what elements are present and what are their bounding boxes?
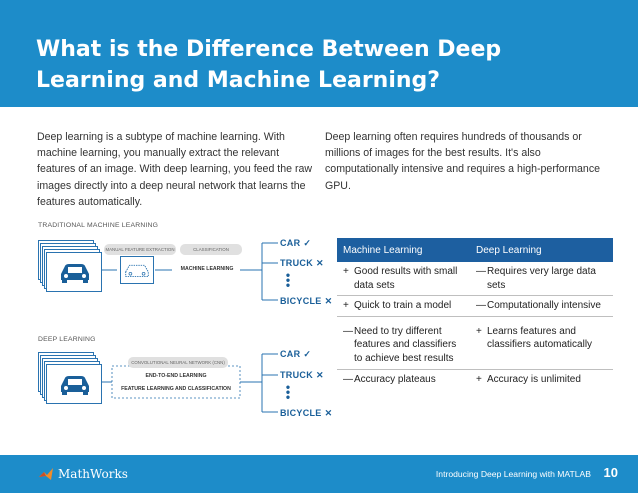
vertical-ellipsis-icon: •••: [285, 380, 291, 404]
table-cell: —Computationally intensive: [470, 295, 613, 317]
header-banner: What is the Difference Between Deep Lear…: [0, 0, 638, 107]
table-row: —Need to try different features and clas…: [337, 315, 613, 370]
table-cell: —Accuracy plateaus: [337, 368, 470, 390]
table-row: +Good results with small data sets —Requ…: [337, 262, 613, 296]
car-icon: [61, 376, 89, 395]
car-icon: [61, 264, 89, 283]
intro-left-paragraph: Deep learning is a subtype of machine le…: [37, 131, 313, 208]
cross-icon: ✕: [316, 370, 324, 380]
table-cell: —Requires very large data sets: [476, 266, 596, 291]
page-title: What is the Difference Between Deep Lear…: [36, 37, 502, 93]
manual-feature-extraction-pill: MANUAL FEATURE EXTRACTION: [104, 244, 176, 255]
end-to-end-learning-label: END-TO-END LEARNING: [145, 373, 207, 379]
car-outline-icon: [125, 264, 149, 278]
input-image-stack-deep: [38, 352, 102, 406]
traditional-ml-label: TRADITIONAL MACHINE LEARNING: [38, 222, 159, 229]
membrane-logo-icon: [39, 468, 53, 480]
check-icon: ✓: [303, 238, 312, 248]
output-bicycle-traditional: BICYCLE✕: [280, 296, 333, 306]
table-row: +Quick to train a model —Computationally…: [337, 295, 613, 317]
classification-pill: CLASSIFICATION: [180, 244, 242, 255]
page-number: 10: [603, 465, 618, 480]
table-cell: —Need to try different features and clas…: [337, 315, 470, 370]
table-row: —Accuracy plateaus +Accuracy is unlimite…: [337, 368, 613, 390]
table-header-deep-learning: Deep Learning: [470, 238, 613, 262]
footer-title: Introducing Deep Learning with MATLAB: [435, 469, 591, 479]
mathworks-logo: MathWorks: [38, 466, 128, 482]
output-truck-deep: TRUCK✕: [280, 370, 324, 380]
table-header-machine-learning: Machine Learning: [337, 238, 470, 262]
cross-icon: ✕: [324, 296, 333, 306]
comparison-table: Machine Learning Deep Learning +Good res…: [337, 238, 613, 390]
output-car-traditional: CAR✓: [280, 238, 312, 248]
vertical-ellipsis-icon: •••: [285, 268, 291, 292]
output-car-deep: CAR✓: [280, 349, 312, 359]
deep-learning-label: DEEP LEARNING: [38, 336, 96, 343]
input-image-stack-traditional: [38, 240, 102, 294]
table-cell: +Quick to train a model: [337, 295, 470, 317]
output-bicycle-deep: BICYCLE✕: [280, 408, 333, 418]
intro-right-paragraph: Deep learning often requires hundreds of…: [325, 131, 601, 192]
cross-icon: ✕: [316, 258, 324, 268]
machine-learning-box-label: MACHINE LEARNING: [180, 266, 234, 272]
table-cell: +Good results with small data sets: [343, 266, 458, 291]
cross-icon: ✕: [324, 408, 333, 418]
cnn-pill: CONVOLUTIONAL NEURAL NETWORK (CNN): [128, 357, 228, 368]
check-icon: ✓: [303, 349, 312, 359]
feature-image-box: [120, 256, 154, 284]
table-cell: +Accuracy is unlimited: [470, 368, 613, 390]
table-header-row: Machine Learning Deep Learning: [337, 238, 613, 262]
logo-text: MathWorks: [58, 467, 128, 481]
table-cell: +Learns features and classifiers automat…: [470, 315, 613, 370]
output-truck-traditional: TRUCK✕: [280, 258, 324, 268]
feature-learning-classification-label: FEATURE LEARNING AND CLASSIFICATION: [121, 386, 231, 392]
footer-bar: MathWorks Introducing Deep Learning with…: [0, 455, 638, 493]
